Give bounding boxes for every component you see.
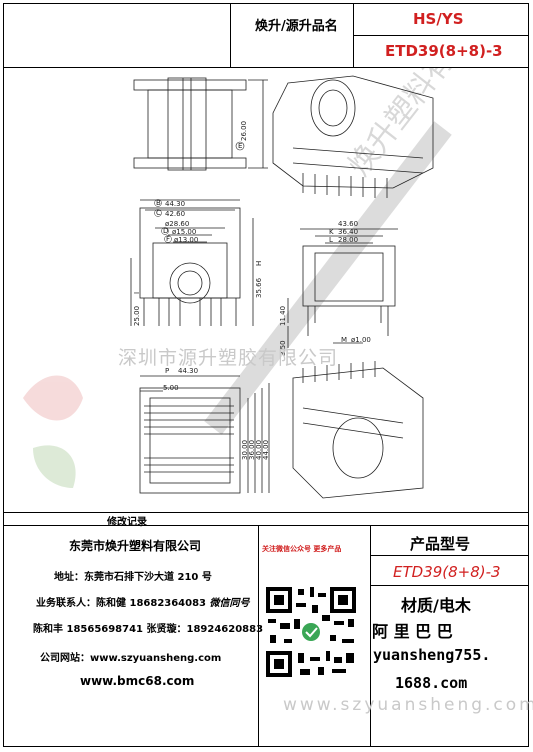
tag-f: F bbox=[166, 235, 170, 243]
dim-w2: 36.40 bbox=[338, 228, 358, 236]
qr-code bbox=[264, 585, 358, 679]
tag-m: M bbox=[341, 336, 347, 344]
info-divider-1 bbox=[258, 525, 259, 747]
part-number: ETD39(8+8)-3 bbox=[385, 42, 503, 60]
center-watermark: 深圳市源升塑胶有限公司 bbox=[118, 347, 339, 369]
dim-c: 42.60 bbox=[165, 210, 185, 218]
header-bottom-line bbox=[3, 67, 529, 68]
company-website-2[interactable]: www.bmc68.com bbox=[80, 674, 195, 688]
dim-h2: 3.50 bbox=[279, 340, 287, 356]
dim-b-h2: 36.00 bbox=[248, 440, 256, 460]
dim-f: ø13.00 bbox=[174, 236, 198, 244]
technical-drawing: 焕升塑料有限公司 26.00 E 44.30 42.60 bbox=[23, 68, 517, 499]
dim-b-h1: 30.00 bbox=[241, 440, 249, 460]
dim-pin: ø1.00 bbox=[351, 336, 371, 344]
bottom-isometric bbox=[292, 361, 424, 499]
dim-i-tag: I bbox=[133, 292, 141, 294]
shop-url-2[interactable]: 1688.com bbox=[395, 674, 468, 692]
tag-b: B bbox=[156, 199, 161, 207]
company-logo-watermark bbox=[23, 375, 83, 488]
tag-p: P bbox=[165, 367, 169, 375]
dim-h-tag: H bbox=[255, 261, 263, 266]
header-row-divider bbox=[353, 35, 529, 36]
info-divider-2 bbox=[370, 525, 371, 747]
bottom-view bbox=[139, 375, 270, 494]
record-bottom-line bbox=[3, 525, 529, 526]
dim-h1: 11.40 bbox=[279, 306, 287, 326]
wechat-same: 微信同号 bbox=[209, 598, 250, 609]
drawing-frame bbox=[3, 3, 529, 747]
shop-name: 阿 里 巴 巴 bbox=[372, 622, 453, 641]
tag-l: L bbox=[329, 236, 333, 244]
record-top-line bbox=[3, 512, 529, 513]
company-name: 东莞市焕升塑料有限公司 bbox=[69, 539, 202, 553]
side-view bbox=[287, 228, 398, 348]
dim-w3: 28.00 bbox=[338, 236, 358, 244]
diag-watermark-text: 焕升塑料有限公司 bbox=[342, 68, 517, 183]
brand-label: HS/YS bbox=[413, 10, 464, 28]
header-divider-1 bbox=[230, 3, 231, 67]
dim-b-h4: 44.00 bbox=[262, 440, 270, 460]
product-model: ETD39(8+8)-3 bbox=[393, 563, 501, 581]
contact-line-1: 业务联系人：陈和健 18682364083 微信同号 bbox=[36, 594, 250, 609]
footer-watermark: www.szyuansheng.com bbox=[283, 695, 533, 715]
record-title: 修改记录 bbox=[107, 517, 147, 528]
top-view bbox=[133, 77, 268, 171]
name-label: 焕升/源升品名 bbox=[255, 19, 338, 34]
top-view-height: 26.00 bbox=[240, 121, 248, 141]
diagonal-watermark bbox=[204, 121, 452, 435]
dim-bottom-w: 44.30 bbox=[178, 367, 198, 375]
product-model-line bbox=[370, 585, 529, 586]
dim-w1: 43.60 bbox=[338, 220, 358, 228]
dim-b: 44.30 bbox=[165, 200, 185, 208]
shop-url-1[interactable]: yuansheng755. bbox=[373, 646, 491, 664]
contact-1-text: 业务联系人：陈和健 18682364083 bbox=[36, 598, 207, 609]
tag-d: D bbox=[163, 227, 168, 235]
product-label: 产品型号 bbox=[410, 535, 471, 553]
dim-d: ø15.00 bbox=[172, 228, 196, 236]
tag-k: K bbox=[329, 228, 334, 236]
dim-c-circle: ø28.60 bbox=[165, 220, 189, 228]
isometric-view bbox=[272, 75, 434, 198]
material: 材质/电木 bbox=[401, 596, 471, 615]
dim-pitch: 5.00 bbox=[163, 384, 179, 392]
contact-line-2: 陈和丰 18565698741 张贤璇：18924620883 bbox=[33, 624, 264, 635]
product-label-line bbox=[370, 555, 529, 556]
dim-h: 35.66 bbox=[255, 277, 263, 298]
company-website[interactable]: 公司网站：www.szyuansheng.com bbox=[40, 653, 222, 664]
qr-caption: 关注微信公众号 更多产品 bbox=[262, 545, 342, 553]
top-view-tag: E bbox=[238, 142, 242, 150]
dim-i: 25.00 bbox=[133, 306, 141, 326]
company-address: 地址：东莞市石排下沙大道 210 号 bbox=[54, 572, 212, 583]
front-view bbox=[130, 199, 254, 326]
tag-c: C bbox=[156, 209, 161, 217]
dim-b-h3: 40.00 bbox=[255, 440, 263, 460]
